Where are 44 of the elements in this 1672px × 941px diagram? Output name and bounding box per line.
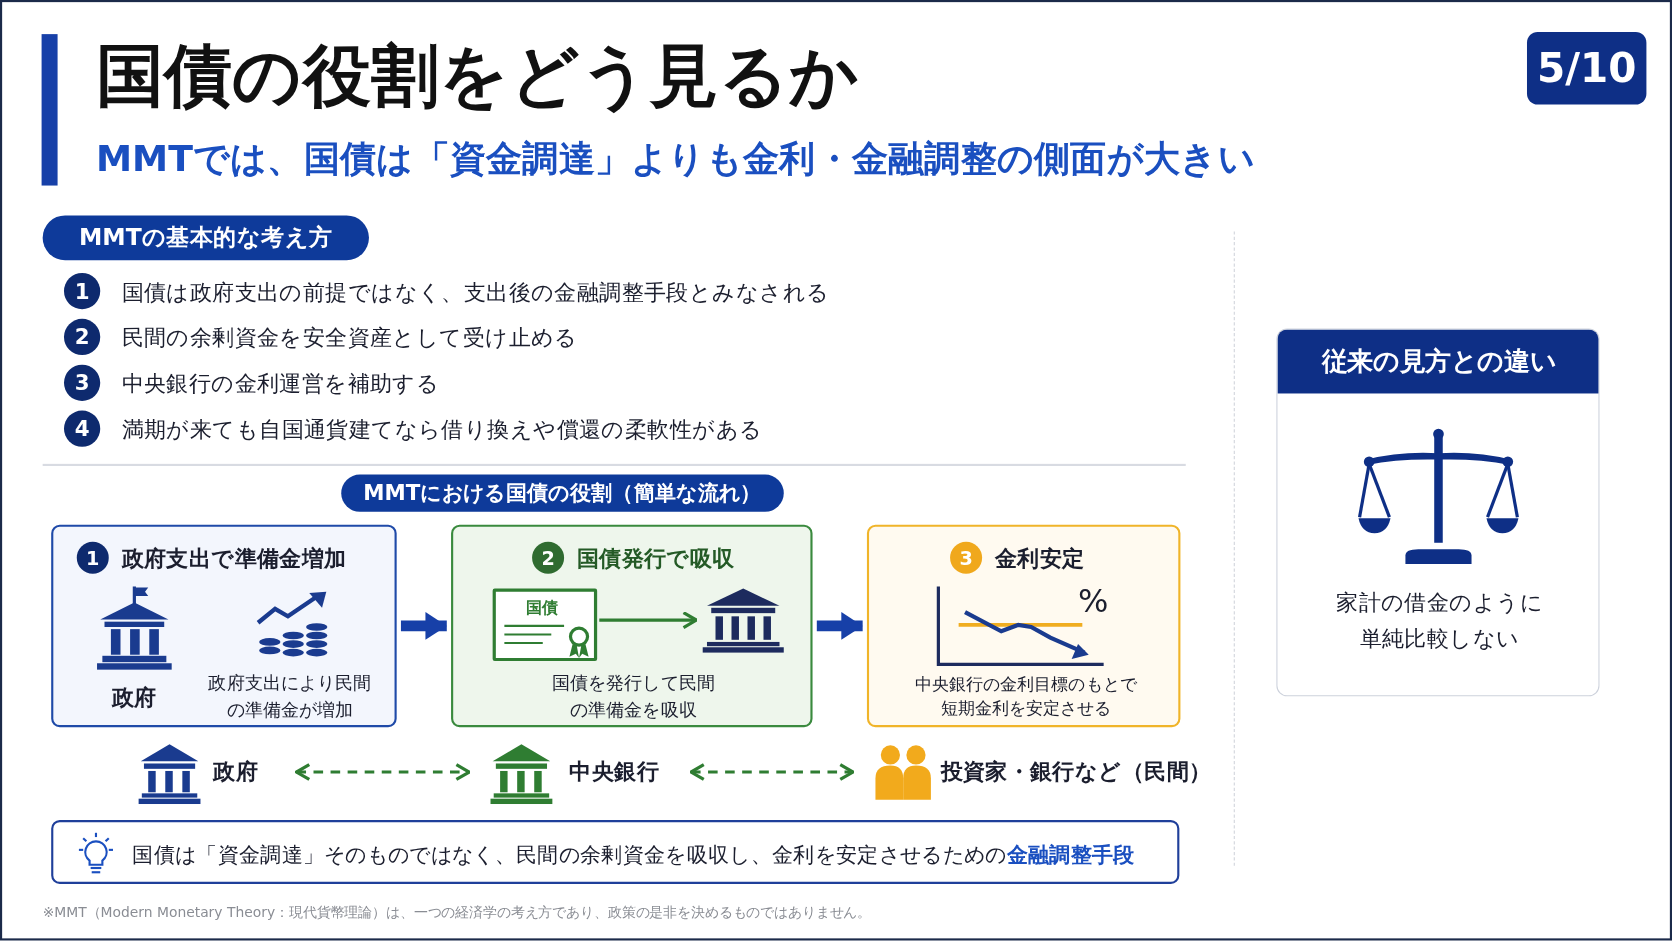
icon-caption: 政府 xyxy=(110,683,158,713)
card-text: 家計の借金のように単純比較しない xyxy=(1336,588,1543,654)
step-title: 国債発行で吸収 xyxy=(576,544,735,574)
step-description: 政府支出により民間の準備金が増加 xyxy=(207,670,373,722)
bank-icon xyxy=(702,586,784,653)
arrow xyxy=(689,762,855,782)
page-number: 5/10 xyxy=(1527,32,1647,105)
certificate-title: 国債 xyxy=(525,598,558,619)
number-marker: 3 xyxy=(64,364,101,401)
step-number: 1 xyxy=(76,541,109,574)
step-card xyxy=(451,524,813,728)
step-title: 金利安定 xyxy=(994,544,1085,574)
percent-sign: % xyxy=(1078,582,1109,620)
step-card xyxy=(866,524,1181,728)
entity-label: 中央銀行 xyxy=(569,758,659,787)
section-heading: MMTの基本的な考え方 xyxy=(42,215,369,261)
step-card xyxy=(51,524,397,728)
footnote: ※MMT（Modern Monetary Theory：現代貨幣理論）は、一つの経済学の考え方であり、政策の是非を決めるものではありません。 xyxy=(42,903,872,923)
arrow xyxy=(816,612,863,640)
step-title: 政府支出で準備金増加 xyxy=(121,544,347,574)
summary-text: 国債は「資金調達」そのものではなく、民間の余剰資金を吸収し、金利を安定させるための金融調整手段 xyxy=(132,840,1135,869)
step-number: 2 xyxy=(532,541,565,574)
entity-label: 投資家・銀行など（民間） xyxy=(940,758,1212,787)
section-heading: MMTにおける国債の役割（簡単な流れ） xyxy=(341,474,784,512)
list-item: 中央銀行の金利運営を補助する xyxy=(121,370,440,399)
comparison-card xyxy=(1276,328,1600,697)
card-header: 従来の見方との違い xyxy=(1277,329,1599,394)
arrow xyxy=(400,612,447,640)
step-number: 3 xyxy=(950,541,983,574)
arrow xyxy=(599,611,698,630)
entity-label: 政府 xyxy=(213,758,259,787)
arrow xyxy=(294,762,471,782)
step-description: 国債を発行して民間の準備金を吸収 xyxy=(550,670,716,722)
list-item: 満期が来ても自国通貨建てなら借り換えや償還の柔軟性がある xyxy=(121,415,763,445)
summary-box xyxy=(51,820,1180,884)
slide-title: 国債の役割をどう見るか xyxy=(95,35,860,118)
list-item: 民間の余剰資金を安全資産として受け止める xyxy=(121,324,578,353)
number-marker: 4 xyxy=(64,410,101,447)
number-marker: 2 xyxy=(64,318,101,356)
list-item: 国債は政府支出の前提ではなく、支出後の金融調整手段とみなされる xyxy=(121,278,830,307)
certificate-box xyxy=(492,588,598,662)
number-marker: 1 xyxy=(64,273,101,310)
subtitle: MMTでは、国債は「資金調達」よりも金利・金融調整の側面が大きい xyxy=(95,135,1255,182)
step-description: 中央銀行の金利目標のもとで短期金利を安定させる xyxy=(913,672,1138,721)
